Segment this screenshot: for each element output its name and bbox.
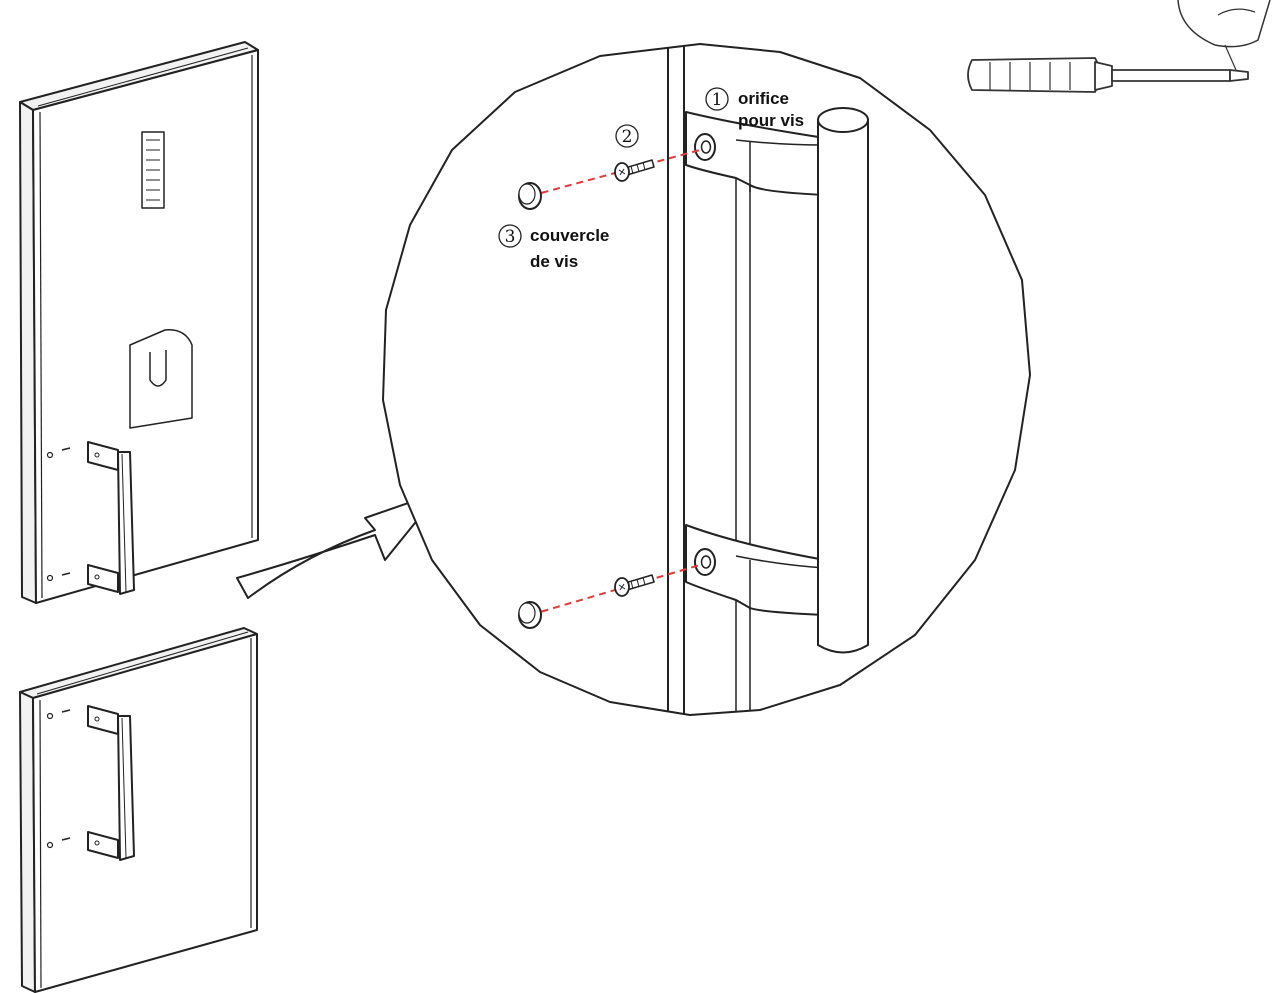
- callout-3-label-line2: de vis: [530, 252, 578, 271]
- screw-cover-top: [518, 182, 542, 210]
- handle-bracket-top: [685, 111, 826, 196]
- callout-1-label-line1: orifice: [738, 89, 789, 108]
- vent-grille: [141, 131, 165, 209]
- zoom-detail: 1 orifice pour vis 2 3 couvercle de vis: [382, 43, 1031, 716]
- callout-1-number: 1: [712, 90, 723, 110]
- callout-1-label-line2: pour vis: [738, 111, 804, 130]
- callout-3: 3 couvercle de vis: [498, 224, 609, 271]
- handle-bar: [817, 107, 869, 654]
- top-door-handle: [87, 441, 135, 595]
- bottom-door-handle: [87, 705, 135, 861]
- top-door: [19, 41, 259, 604]
- screw-top: [614, 159, 655, 182]
- screw-cover-bottom: [518, 601, 542, 629]
- callout-2-number: 2: [622, 127, 633, 147]
- door-hook: [129, 329, 193, 429]
- bottom-door: [19, 627, 258, 993]
- zoom-arrow: [236, 491, 441, 599]
- callout-3-number: 3: [505, 227, 516, 247]
- callout-1: 1 orifice pour vis: [705, 87, 804, 130]
- screw-bottom: [614, 574, 655, 597]
- callout-3-label-line1: couvercle: [530, 226, 609, 245]
- screwdriver-icon: [967, 0, 1271, 93]
- handle-bracket-bottom: [685, 524, 826, 616]
- callout-2: 2: [615, 124, 639, 148]
